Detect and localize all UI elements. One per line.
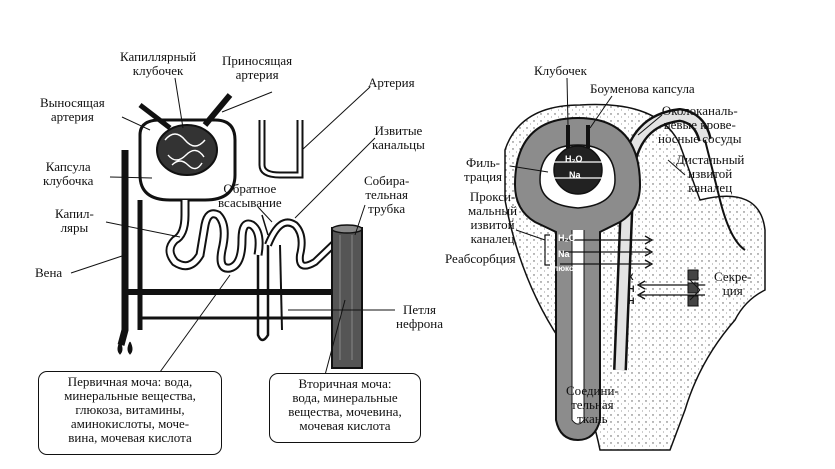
label-peritubular-vessels: Околоканаль- цевые крове- носные сосуды	[658, 103, 742, 146]
label-secretion: Секре- ция	[714, 269, 752, 298]
left-nephron-drawing	[117, 93, 363, 369]
collecting-duct	[331, 227, 363, 369]
nephron-loop	[256, 245, 270, 342]
chem-h2o-mid: H₂O	[558, 233, 576, 243]
label-connective-tissue: Соедини- тельная ткань	[566, 383, 619, 426]
label-efferent-artery: Выносящая артерия	[40, 95, 105, 124]
label-nephron-loop: Петля нефрона	[396, 302, 444, 331]
capillary-glomerulus	[156, 124, 218, 176]
collecting-tube	[704, 139, 746, 251]
label-artery: Артерия	[368, 75, 415, 90]
right-nephron-drawing	[504, 103, 766, 451]
label-reabsorption-right: Реабсорбция	[445, 251, 516, 266]
label-filtration: Филь- трация	[464, 155, 503, 184]
label-capsule: Капсула клубочка	[43, 159, 94, 188]
label-proximal-tubule: Прокси- мальный извитой каналец	[468, 189, 518, 246]
left-leader-lines	[70, 77, 395, 376]
glomerulus-shape	[553, 145, 603, 195]
label-distal-tubule: Дистальный извитой каналец	[676, 152, 745, 195]
vein-vessel	[117, 150, 129, 346]
chem-h2o-top: H₂O	[565, 154, 583, 164]
label-capillary-glomerulus: Капиллярный клубочек	[120, 49, 197, 78]
label-collecting-duct: Собира- тельная трубка	[364, 173, 410, 216]
label-glomerulus: Клубочек	[534, 63, 587, 78]
chem-na-top: Na	[569, 170, 581, 180]
label-convoluted-tubules: Извитые канальцы	[372, 123, 425, 152]
chem-nh: Н	[628, 296, 635, 306]
label-bowman-capsule: Боуменова капсула	[590, 81, 695, 96]
secondary-urine-box: Вторичная моча: вода, минеральные вещест…	[269, 373, 421, 443]
filtration-arrows	[548, 161, 608, 179]
chem-k: К	[628, 272, 634, 282]
label-capillaries: Капил- ляры	[55, 206, 94, 235]
afferent-artery-vessel	[202, 93, 233, 127]
primary-urine-box: Первичная моча: вода, минеральные вещест…	[38, 371, 222, 455]
chem-glucose: глюкоза	[550, 264, 583, 273]
label-vein: Вена	[35, 265, 63, 280]
label-reabsorption-left: Обратное всасывание	[218, 181, 282, 210]
reabsorption-arrows	[560, 235, 654, 269]
drop-shape	[117, 341, 123, 355]
right-leader-lines	[509, 77, 701, 301]
artery-vessel	[258, 120, 304, 179]
label-afferent-artery: Приносящая артерия	[222, 53, 293, 82]
chem-na-mid: Na	[558, 249, 570, 259]
efferent-artery-vessel	[138, 103, 172, 130]
chem-h: Н	[628, 284, 635, 294]
